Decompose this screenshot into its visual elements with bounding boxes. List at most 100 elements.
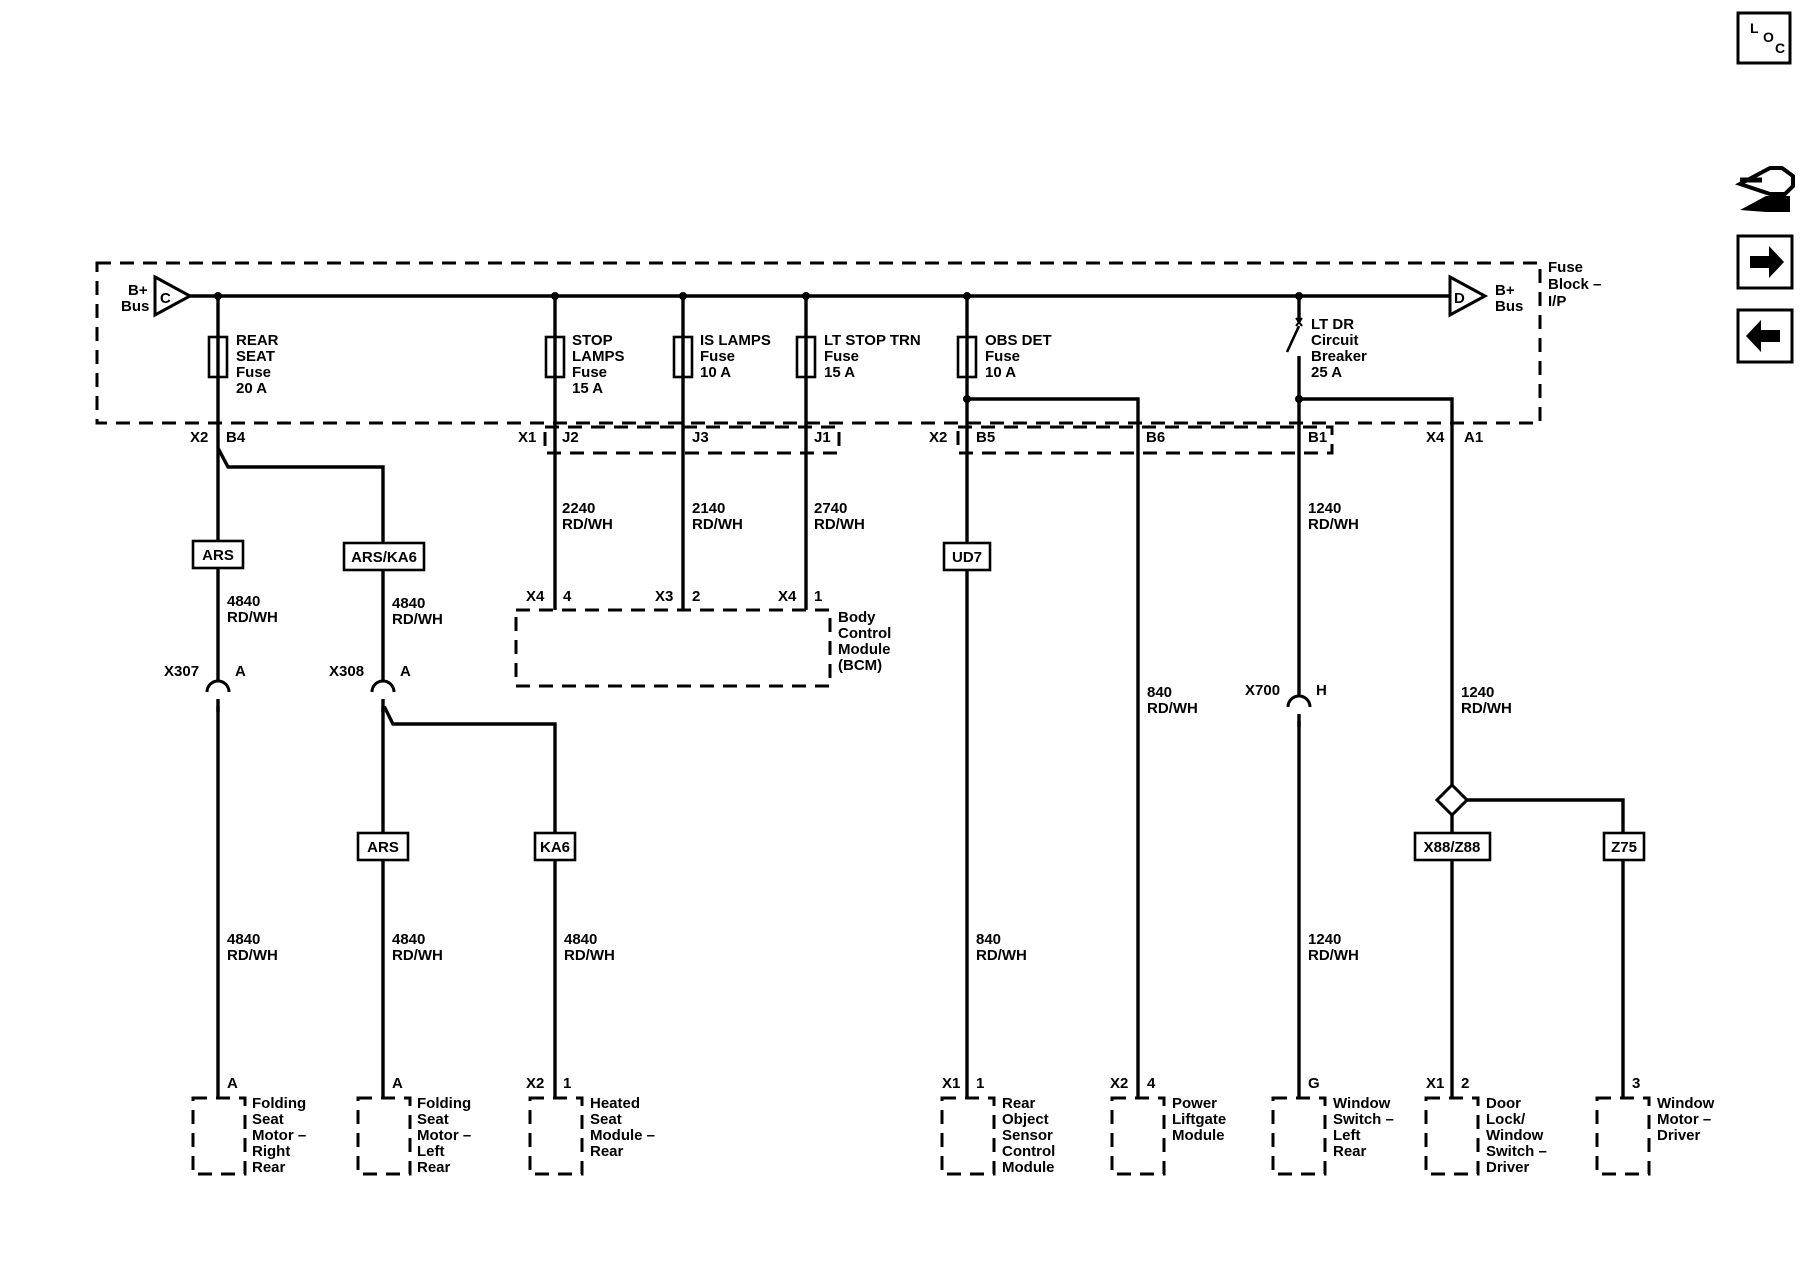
bus-right: D B+ Bus xyxy=(1448,274,1523,318)
svg-text:2140: 2140 xyxy=(692,500,725,517)
svg-text:Folding: Folding xyxy=(417,1095,471,1112)
svg-text:RD/WH: RD/WH xyxy=(227,609,278,626)
option-x88-z88: X88/Z88 xyxy=(1413,831,1492,862)
wire-rear-seat-branch xyxy=(216,447,385,1098)
next-page-button[interactable] xyxy=(1736,234,1794,290)
svg-text:3: 3 xyxy=(1632,1075,1640,1092)
option-ars-1: ARS xyxy=(191,539,245,570)
svg-text:RD/WH: RD/WH xyxy=(392,611,443,628)
inline-connector-x307: X307 A xyxy=(164,663,246,712)
component-rear-object-sensor-control-module: X1 1 Rear Object Sensor Control Module xyxy=(940,1075,1055,1176)
component-window-motor-driver: 3 Window Motor – Driver xyxy=(1595,1075,1715,1176)
svg-text:Object: Object xyxy=(1002,1111,1049,1128)
svg-text:RD/WH: RD/WH xyxy=(976,947,1027,964)
svg-text:A: A xyxy=(227,1075,238,1092)
svg-text:X1: X1 xyxy=(1426,1075,1444,1092)
svg-text:10 A: 10 A xyxy=(700,364,731,381)
fuse-rear-seat: REAR SEAT Fuse 20 A xyxy=(207,296,279,397)
svg-text:Control: Control xyxy=(838,625,891,642)
svg-text:B+: B+ xyxy=(128,282,148,299)
svg-text:Fuse: Fuse xyxy=(985,348,1020,365)
svg-text:Module –: Module – xyxy=(590,1127,655,1144)
svg-text:RD/WH: RD/WH xyxy=(1308,947,1359,964)
fuse-block-outline xyxy=(95,261,1542,425)
svg-text:X1: X1 xyxy=(518,429,536,446)
location-button[interactable]: L O C xyxy=(1736,11,1792,65)
svg-text:B5: B5 xyxy=(976,429,995,446)
svg-text:Rear: Rear xyxy=(1333,1143,1367,1160)
option-ars-ka6: ARS/KA6 xyxy=(342,541,426,572)
svg-text:Left: Left xyxy=(417,1143,445,1160)
option-ars-2: ARS xyxy=(356,831,410,862)
svg-text:RD/WH: RD/WH xyxy=(814,516,865,533)
svg-text:X2: X2 xyxy=(929,429,947,446)
svg-text:RD/WH: RD/WH xyxy=(1461,700,1512,717)
arrow-right-icon xyxy=(1750,246,1784,278)
svg-text:Right: Right xyxy=(252,1143,290,1160)
svg-text:Liftgate: Liftgate xyxy=(1172,1111,1226,1128)
svg-text:X2: X2 xyxy=(526,1075,544,1092)
bus-left: C B+ Bus xyxy=(121,274,194,318)
svg-text:2: 2 xyxy=(1461,1075,1469,1092)
previous-page-button[interactable] xyxy=(1736,308,1794,364)
svg-text:Seat: Seat xyxy=(590,1111,622,1128)
svg-text:LT DR: LT DR xyxy=(1311,316,1354,333)
connector-view-icon[interactable] xyxy=(1734,166,1795,212)
loc-letter-l: L xyxy=(1750,20,1759,36)
svg-text:RD/WH: RD/WH xyxy=(562,516,613,533)
svg-text:X4: X4 xyxy=(778,588,797,605)
wire-lt-dr-branch xyxy=(1299,397,1454,785)
component-window-switch-left-rear: G Window Switch – Left Rear xyxy=(1271,1075,1394,1176)
svg-text:A: A xyxy=(400,663,411,680)
svg-text:Rear: Rear xyxy=(590,1143,624,1160)
svg-text:LAMPS: LAMPS xyxy=(572,348,625,365)
svg-text:G: G xyxy=(1308,1075,1320,1092)
svg-text:A: A xyxy=(235,663,246,680)
svg-text:840: 840 xyxy=(1147,684,1172,701)
svg-text:ARS/KA6: ARS/KA6 xyxy=(351,549,417,566)
svg-text:ARS: ARS xyxy=(367,839,399,856)
component-power-liftgate-module: X2 4 Power Liftgate Module xyxy=(1110,1075,1226,1176)
svg-text:Bus: Bus xyxy=(1495,298,1523,315)
svg-text:LT STOP TRN: LT STOP TRN xyxy=(824,332,921,349)
svg-text:20 A: 20 A xyxy=(236,380,267,397)
svg-text:X1: X1 xyxy=(942,1075,960,1092)
svg-text:X700: X700 xyxy=(1245,682,1280,699)
option-ka6: KA6 xyxy=(533,831,577,862)
svg-text:B6: B6 xyxy=(1146,429,1165,446)
svg-text:Motor –: Motor – xyxy=(417,1127,471,1144)
svg-text:15 A: 15 A xyxy=(572,380,603,397)
svg-text:25 A: 25 A xyxy=(1311,364,1342,381)
svg-text:1240: 1240 xyxy=(1461,684,1494,701)
svg-text:2240: 2240 xyxy=(562,500,595,517)
svg-text:A: A xyxy=(392,1075,403,1092)
svg-text:I/P: I/P xyxy=(1548,293,1566,310)
svg-text:Motor –: Motor – xyxy=(252,1127,306,1144)
svg-text:Seat: Seat xyxy=(252,1111,284,1128)
fuse-block-label: Fuse Block – I/P xyxy=(1548,259,1601,310)
svg-text:X308: X308 xyxy=(329,663,364,680)
component-folding-seat-motor-right-rear: A Folding Seat Motor – Right Rear xyxy=(191,1075,306,1176)
svg-text:OBS DET: OBS DET xyxy=(985,332,1052,349)
svg-text:Fuse: Fuse xyxy=(1548,259,1583,276)
svg-text:Switch –: Switch – xyxy=(1333,1111,1394,1128)
svg-text:Folding: Folding xyxy=(252,1095,306,1112)
svg-text:B4: B4 xyxy=(226,429,246,446)
wire-z75 xyxy=(1467,798,1625,1098)
svg-text:UD7: UD7 xyxy=(952,549,982,566)
svg-text:Driver: Driver xyxy=(1486,1159,1530,1176)
svg-text:X88/Z88: X88/Z88 xyxy=(1424,839,1481,856)
svg-text:Control: Control xyxy=(1002,1143,1055,1160)
svg-text:Module: Module xyxy=(1172,1127,1225,1144)
connector-shell-x1 xyxy=(543,425,841,455)
svg-text:RD/WH: RD/WH xyxy=(392,947,443,964)
component-heated-seat-module-rear: X2 1 Heated Seat Module – Rear xyxy=(526,1075,655,1176)
option-z75: Z75 xyxy=(1602,831,1646,862)
option-ud7: UD7 xyxy=(942,541,992,572)
svg-text:15 A: 15 A xyxy=(824,364,855,381)
arrow-left-icon xyxy=(1746,320,1780,352)
svg-text:Heated: Heated xyxy=(590,1095,640,1112)
circuit-breaker-lt-dr: LT DR Circuit Breaker 25 A xyxy=(1285,296,1367,398)
svg-text:X2: X2 xyxy=(190,429,208,446)
